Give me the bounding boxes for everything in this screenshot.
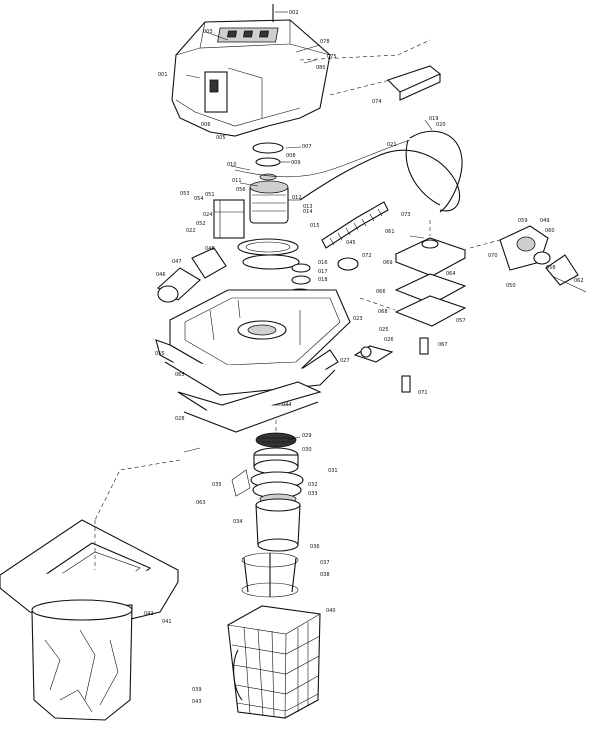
callout-label: 055 [155,351,165,357]
callout-label: 013 [303,204,313,210]
callout-label: 009 [291,160,301,166]
callout-label: 019 [429,116,439,122]
callout-label: 069 [383,260,393,266]
callout-label: 036 [310,544,320,550]
callout-label: 067 [438,342,448,348]
callout-label: 017 [318,269,328,275]
callout-label: 032 [308,482,318,488]
callout-label: 059 [518,218,528,224]
callout-label: 001 [158,72,168,78]
callout-label: 031 [328,468,338,474]
leader-lines [183,11,433,453]
callout-label: 022 [186,228,196,234]
callout-label: 065 [175,372,185,378]
callout-label: 014 [303,209,313,215]
callout-label: 025 [379,327,389,333]
callout-label: 018 [318,277,328,283]
callout-label: 050 [506,283,516,289]
callout-label: 037 [320,560,330,566]
assembly-guides [94,220,501,570]
callout-label: 063 [196,500,206,506]
callout-label: 078 [320,39,330,45]
callout-label: 056 [236,187,246,193]
callout-label: 016 [318,260,328,266]
callout-label: 011 [232,178,242,184]
callout-label: 047 [172,259,182,265]
callout-label: 072 [362,253,372,259]
callout-label: 006 [201,122,211,128]
callout-label: 007 [302,144,312,150]
callout-label: 041 [162,619,172,625]
callout-label: 039 [192,687,202,693]
motor-cover [171,4,331,137]
callout-label: 046 [156,272,166,278]
callout-label: 002 [289,10,299,16]
callout-label: 058 [546,265,556,271]
callout-label: 008 [286,153,296,159]
callout-label: 026 [384,337,394,343]
callout-label: 074 [372,99,382,105]
wire-basket [227,605,321,719]
callout-label: 053 [180,191,190,197]
callout-label: 003 [203,29,213,35]
callout-label: 024 [203,212,213,218]
callout-label: 080 [316,65,326,71]
callout-label: 054 [194,196,204,202]
callout-label: 057 [456,318,466,324]
callout-label: 033 [308,491,318,497]
intake-hose [157,130,463,303]
callout-label: 075 [327,54,337,60]
callout-label: 029 [302,433,312,439]
right-cap-parts [499,225,587,293]
callout-label: 030 [302,447,312,453]
callout-label: 051 [205,192,215,198]
callout-label: 064 [446,271,456,277]
callout-label: 035 [212,482,222,488]
float-cage [241,552,299,598]
switch-plate-assembly [353,237,467,393]
guide-line [299,39,431,61]
callout-label: 005 [216,135,226,141]
callout-label: 020 [436,122,446,128]
callout-label: 048 [205,246,215,252]
part-labels: 002 003 001 078 075 080 074 006 005 007 … [144,10,584,705]
filter-stack [231,432,304,552]
base-chassis [155,289,351,433]
callout-label: 066 [376,289,386,295]
callout-label: 068 [378,309,388,315]
callout-label: 052 [196,221,206,227]
callout-label: 040 [326,608,336,614]
callout-label: 010 [227,162,237,168]
callout-label: 061 [385,229,395,235]
callout-label: 023 [353,316,363,322]
callout-label: 073 [401,212,411,218]
callout-label: 070 [488,253,498,259]
lid-bracket [386,65,442,101]
callout-label: 060 [545,228,555,234]
callout-label: 012 [292,195,302,201]
callout-label: 028 [175,416,185,422]
callout-label: 015 [310,223,320,229]
callout-label: 043 [192,699,202,705]
callout-label: 042 [144,611,154,617]
callout-label: 027 [340,358,350,364]
callout-label: 038 [320,572,330,578]
callout-label: 021 [387,142,397,148]
callout-label: 049 [540,218,550,224]
callout-label: 071 [418,390,428,396]
callout-label: 045 [346,240,356,246]
callout-label: 044 [282,402,292,408]
callout-label: 034 [233,519,243,525]
filter-bag [31,599,133,721]
callout-label: 062 [574,278,584,284]
